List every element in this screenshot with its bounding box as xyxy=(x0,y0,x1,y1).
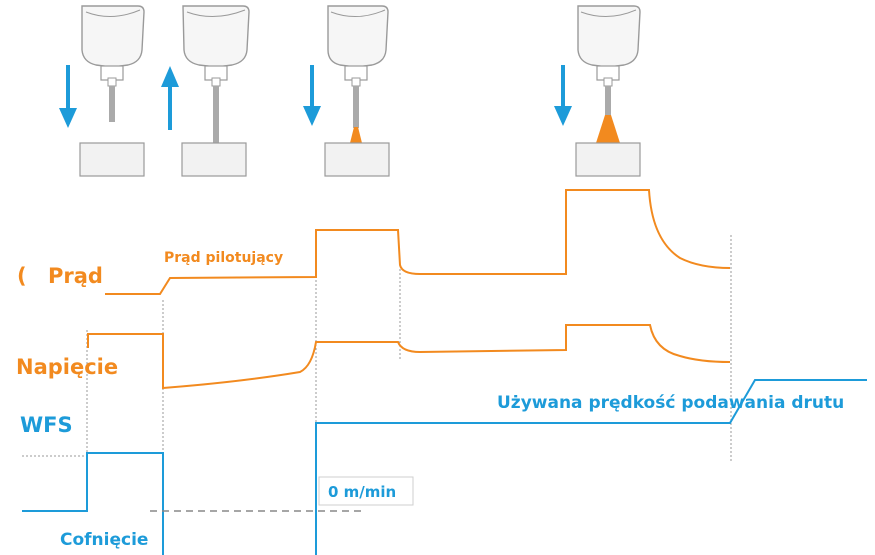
current-label: Prąd xyxy=(48,264,103,288)
used-wfs-label: Używana prędkość podawania drutu xyxy=(497,393,844,413)
arrow-down-icon xyxy=(554,65,572,126)
current-prefix-label: ( xyxy=(17,264,27,288)
zero-speed-box xyxy=(318,476,414,506)
wfs-line-used xyxy=(315,379,867,555)
zero-speed-label: 0 m/min xyxy=(328,483,396,501)
torch-step-1-icon xyxy=(79,5,145,177)
arrow-down-icon xyxy=(59,65,77,128)
arrow-up-icon xyxy=(161,66,179,130)
wfs-label: WFS xyxy=(20,413,73,437)
torch-step-2-icon xyxy=(181,5,250,177)
voltage-label: Napięcie xyxy=(16,355,118,379)
current-line xyxy=(105,189,731,295)
arrow-down-icon xyxy=(303,65,321,126)
voltage-line xyxy=(87,324,731,390)
wfs-line xyxy=(22,452,164,555)
pilot-current-label: Prąd pilotujący xyxy=(164,250,283,266)
torch-step-4-icon xyxy=(575,5,641,177)
retract-label: Cofnięcie xyxy=(60,530,148,550)
phase-dividers xyxy=(22,235,732,470)
torch-step-3-icon xyxy=(324,5,390,177)
